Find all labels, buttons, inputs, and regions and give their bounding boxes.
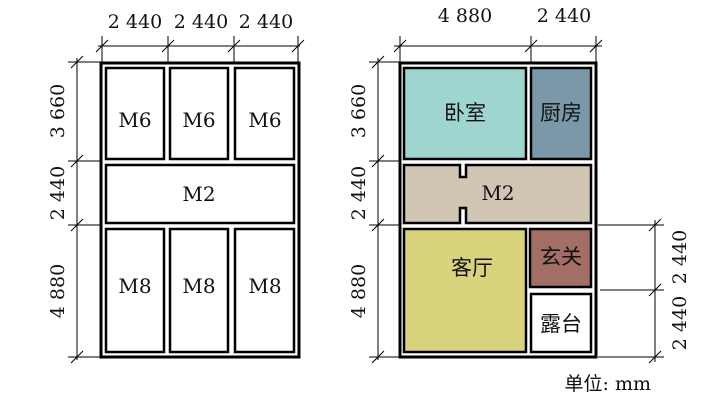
label-terrace: 露台 <box>540 312 582 336</box>
right-plan <box>369 36 664 364</box>
unit-label: 单位: mm <box>565 373 651 395</box>
room-kitchen <box>529 66 593 161</box>
right-side-dimension <box>369 55 401 364</box>
module-m6-2 <box>168 66 230 161</box>
right-side-dim-1: 3 660 <box>348 84 370 138</box>
left-outer-wall <box>99 61 301 359</box>
module-m8-2 <box>168 227 230 354</box>
label-m2: M2 <box>182 182 215 206</box>
left-side-dimension <box>68 55 100 364</box>
left-side-dim-1: 3 660 <box>47 84 69 138</box>
label-m6-3: M6 <box>248 108 281 132</box>
room-bedroom <box>402 66 528 161</box>
label-m6-1: M6 <box>118 108 151 132</box>
module-m6-3 <box>233 66 296 161</box>
left-modules <box>104 66 296 354</box>
left-top-dim-2: 2 440 <box>174 11 228 33</box>
label-m8-3: M8 <box>248 274 281 298</box>
left-top-dim-1: 2 440 <box>108 11 162 33</box>
left-top-dimension <box>95 36 305 64</box>
room-entrance <box>528 227 593 289</box>
right-labels: 4 880 2 440 3 660 2 440 4 880 2 440 2 44… <box>348 5 691 350</box>
right-top-dim-2: 2 440 <box>537 5 591 27</box>
room-corridor <box>402 163 593 225</box>
left-side-dim-2: 2 440 <box>47 166 69 220</box>
module-m6-1 <box>104 66 166 161</box>
right-extra-dim-1: 2 440 <box>669 230 691 284</box>
left-side-dim-3: 4 880 <box>47 264 69 318</box>
label-kitchen: 厨房 <box>540 101 582 125</box>
label-corridor-m2: M2 <box>481 181 514 205</box>
label-m6-2: M6 <box>182 108 215 132</box>
left-labels: 2 440 2 440 2 440 3 660 2 440 4 880 M6 M… <box>47 11 293 318</box>
label-m8-2: M8 <box>182 274 215 298</box>
right-side-dim-3: 4 880 <box>348 264 370 318</box>
room-living <box>402 227 528 354</box>
right-side-dim-2: 2 440 <box>348 166 370 220</box>
module-m8-1 <box>104 227 166 354</box>
module-m2 <box>104 163 296 225</box>
label-m8-1: M8 <box>118 274 151 298</box>
room-terrace <box>529 292 593 354</box>
left-plan <box>68 36 305 364</box>
label-bedroom: 卧室 <box>444 101 486 125</box>
left-top-dim-3: 2 440 <box>239 11 293 33</box>
module-m8-3 <box>233 227 296 354</box>
right-extra-dimension <box>598 218 664 364</box>
label-entrance: 玄关 <box>540 245 582 269</box>
label-living: 客厅 <box>451 256 493 280</box>
right-top-dimension <box>393 36 603 64</box>
right-extra-dim-2: 2 440 <box>669 296 691 350</box>
right-top-dim-1: 4 880 <box>438 5 492 27</box>
